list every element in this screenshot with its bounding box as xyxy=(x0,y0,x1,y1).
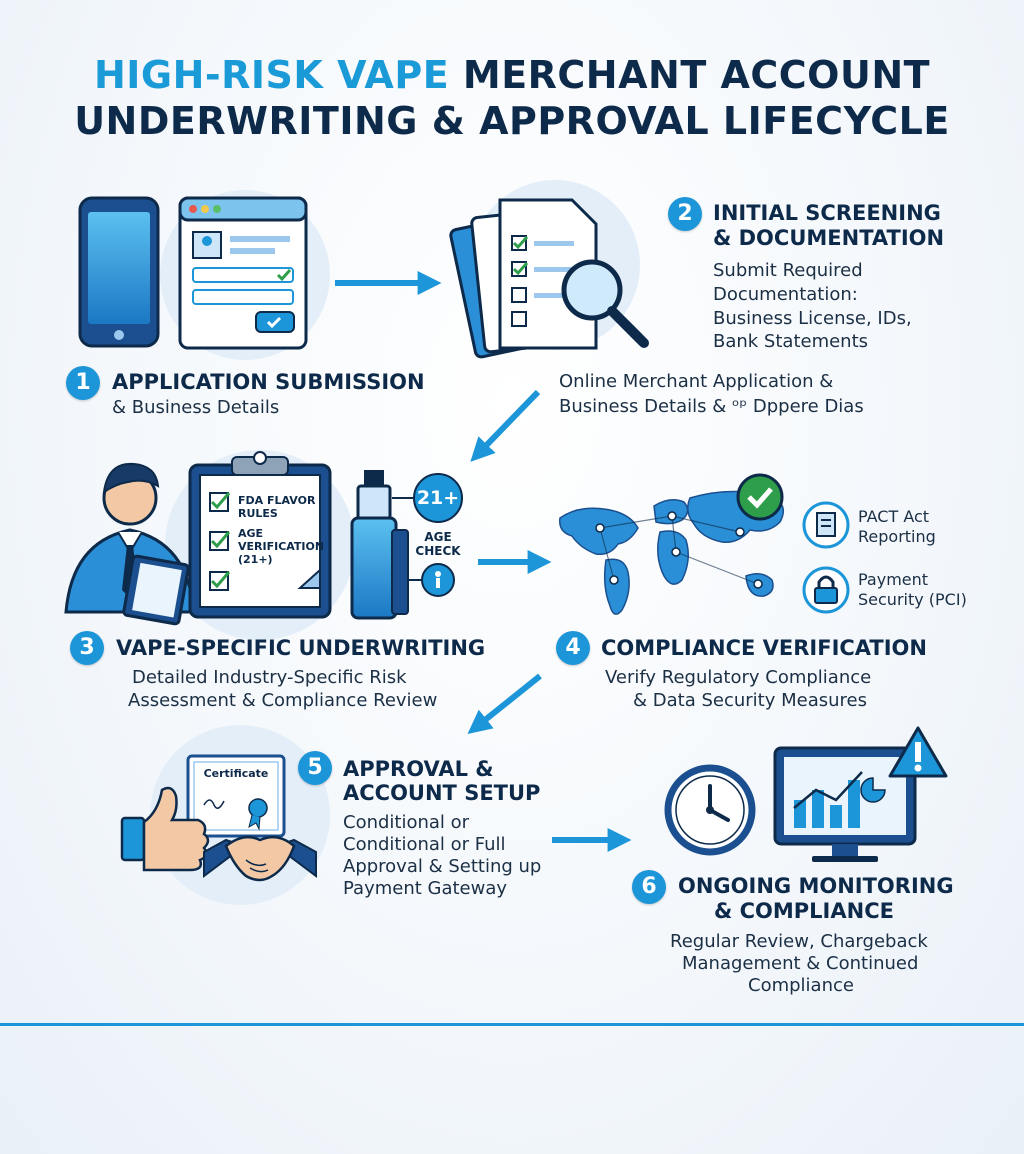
step-3-desc-2: Assessment & Compliance Review xyxy=(128,690,438,711)
title-line2: UNDERWRITING & APPROVAL LIFECYCLE xyxy=(74,99,950,143)
step-5-desc-3: Approval & Setting up xyxy=(343,856,542,877)
thumbs-up-icon xyxy=(120,786,210,872)
step-4-desc-1: Verify Regulatory Compliance xyxy=(605,667,872,688)
step-2-title-2: & DOCUMENTATION xyxy=(713,226,945,250)
step-6-title: ONGOING MONITORING xyxy=(678,874,954,898)
person-icon xyxy=(64,462,196,626)
warning-icon xyxy=(888,726,948,778)
step-2-desc-2: Documentation: xyxy=(713,284,858,305)
step-1-desc: & Business Details xyxy=(112,397,280,418)
step-6-badge: 6 xyxy=(632,870,666,904)
handshake-icon xyxy=(203,835,317,882)
step-4-desc-2: & Data Security Measures xyxy=(633,690,867,711)
step-4-title: COMPLIANCE VERIFICATION xyxy=(601,636,927,660)
step-2-desc-1: Submit Required xyxy=(713,260,863,281)
footer-divider xyxy=(0,1023,1024,1026)
arrow-4-5 xyxy=(467,673,542,734)
step-2-desc-4: Bank Statements xyxy=(713,331,869,352)
step-3-title: VAPE-SPECIFIC UNDERWRITING xyxy=(116,636,486,660)
step-1-title: APPLICATION SUBMISSION xyxy=(112,370,425,394)
clipboard-icon xyxy=(188,451,332,619)
world-map-icon xyxy=(559,473,785,615)
step-2-badge: 2 xyxy=(668,197,702,231)
browser-form-icon xyxy=(178,196,308,350)
step-3-badge: 3 xyxy=(70,631,104,665)
step-5-title: APPROVAL & xyxy=(343,757,494,781)
age-badge-value: 21+ xyxy=(416,487,460,509)
title-highlight: HIGH-RISK VAPE xyxy=(93,53,450,97)
page-title: HIGH-RISK VAPE MERCHANT ACCOUNT UNDERWRI… xyxy=(0,52,1024,144)
step-6-desc-1: Regular Review, Chargeback xyxy=(670,931,928,952)
title-line1: MERCHANT ACCOUNT xyxy=(462,53,931,97)
certificate-label: Certificate xyxy=(203,767,269,780)
monitor-chart-icon xyxy=(773,746,917,862)
clock-icon xyxy=(664,764,756,856)
step-6-title-2: & COMPLIANCE xyxy=(714,899,894,923)
online-app-note-2: Business Details & ᵒᵖ Dppere Dias xyxy=(559,396,864,417)
step-2-title: INITIAL SCREENING xyxy=(713,201,941,225)
step-1-badge: 1 xyxy=(66,366,100,400)
certificate-icon xyxy=(186,754,286,838)
step-5-badge: 5 xyxy=(298,751,332,785)
step-5-desc-4: Payment Gateway xyxy=(343,878,508,899)
step-6-desc-2: Management & Continued xyxy=(682,953,919,974)
step-6-desc-3: Compliance xyxy=(748,975,854,996)
step-2-desc-3: Business License, IDs, xyxy=(713,308,912,329)
smartphone-icon xyxy=(78,196,160,348)
step-4-badge: 4 xyxy=(556,631,590,665)
online-app-note-1: Online Merchant Application & xyxy=(559,371,834,392)
arrow-2-3 xyxy=(470,389,541,462)
vape-device-icon xyxy=(350,470,409,620)
step-5-title-2: ACCOUNT SETUP xyxy=(343,781,541,805)
magnifier-icon xyxy=(449,198,649,359)
step-3-desc-1: Detailed Industry-Specific Risk xyxy=(132,667,407,688)
step-5-desc-1: Conditional or xyxy=(343,812,470,833)
step-5-desc-2: Conditional or Full xyxy=(343,834,506,855)
